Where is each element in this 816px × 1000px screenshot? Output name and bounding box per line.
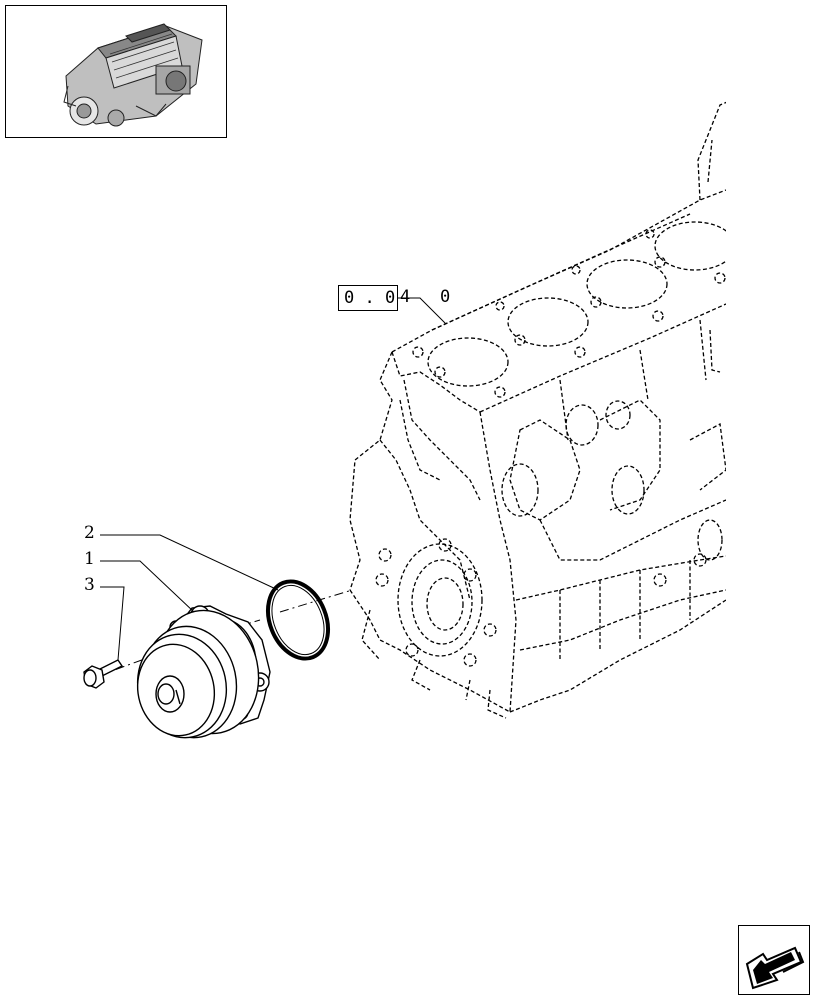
water-pump-part (136, 605, 271, 739)
callout-number-2: 2 (84, 523, 95, 543)
reference-tail-suffix: 0 (440, 287, 451, 307)
reference-tail-digit: 4 (400, 287, 411, 307)
callout-number-1: 1 (84, 549, 95, 569)
callout-1-leader (100, 560, 195, 613)
o-ring-part (266, 579, 330, 661)
reference-group-box[interactable]: 0 . 0 (338, 285, 398, 311)
engine-thumbnail (5, 5, 227, 138)
next-page-arrow-icon (745, 946, 805, 990)
reference-leader-line (398, 297, 447, 325)
engine-thumbnail-icon (63, 23, 203, 127)
callout-3-leader (100, 586, 125, 661)
callout-2-leader (100, 534, 279, 591)
bolt-part (83, 659, 124, 689)
callout-number-3: 3 (84, 575, 95, 595)
engine-block-outline (349, 101, 726, 719)
next-page-button[interactable] (738, 925, 810, 995)
